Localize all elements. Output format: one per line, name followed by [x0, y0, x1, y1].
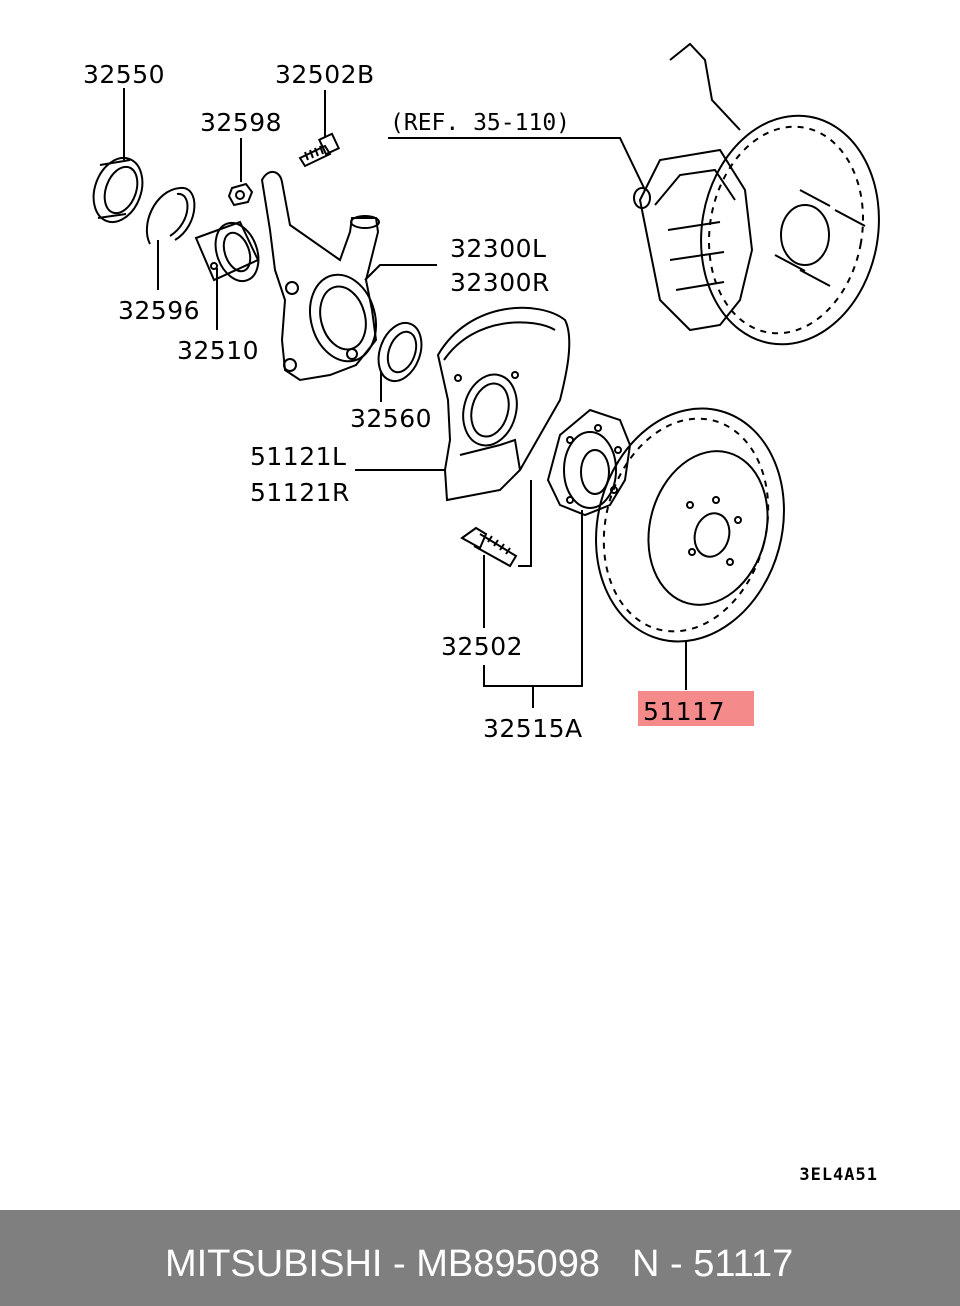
label-51121L: 51121L — [250, 442, 347, 471]
label-32300L: 32300L — [450, 234, 547, 263]
bearing-32510 — [194, 220, 260, 283]
label-32560: 32560 — [350, 404, 433, 433]
footer-bar — [0, 1210, 960, 1306]
label-32502B: 32502B — [275, 60, 375, 89]
knuckle-32300 — [260, 171, 380, 382]
label-32515A: 32515A — [483, 714, 583, 743]
leader-lines — [123, 88, 687, 708]
label-32502: 32502 — [441, 632, 524, 661]
dust-cover-51121 — [436, 306, 571, 502]
label-32598: 32598 — [200, 108, 283, 137]
footer-ref-number: N - 51117 — [632, 1243, 794, 1285]
parts-diagram — [92, 42, 880, 708]
hub-32515A — [546, 408, 632, 517]
caliper-assembly — [633, 42, 880, 346]
hub-bolt-32502 — [460, 526, 518, 568]
snap-ring-32596 — [145, 186, 196, 245]
brake-disc-51117 — [595, 407, 785, 643]
diagram-code: 3EL4A51 — [799, 1165, 878, 1185]
label-32596: 32596 — [118, 296, 201, 325]
highlight-box — [638, 691, 754, 726]
label-51117: 51117 — [643, 697, 726, 726]
nut-32598 — [227, 182, 254, 207]
oil-seal-32550 — [92, 157, 144, 223]
bolt-32502B — [298, 132, 341, 168]
footer-brand-part: MITSUBISHI - MB895098 — [165, 1243, 601, 1285]
label-51121R: 51121R — [250, 478, 350, 507]
label-ref-35-110: (REF. 35-110) — [390, 110, 571, 136]
label-32510: 32510 — [177, 336, 260, 365]
label-32300R: 32300R — [450, 268, 550, 297]
oil-seal-32560 — [377, 321, 423, 383]
label-32550: 32550 — [83, 60, 166, 89]
